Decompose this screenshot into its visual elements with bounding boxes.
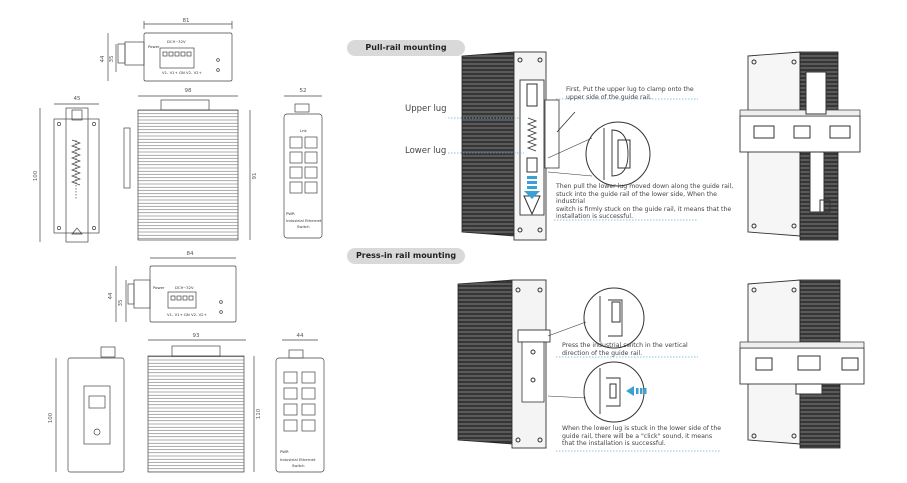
drawing-set-2: 84 44 35 Power DC9~32V V1- V1+ GN V2- V2… [48,251,325,473]
press-step1-note: Press the industrial switch in the verti… [562,342,712,357]
panel-led-label-1: PWR [286,211,295,216]
note-line: When the lower lug is stuck in the lower… [562,425,722,432]
dim-h1-1: 44 [100,55,106,62]
dim-side-h-2: 100 [48,412,54,423]
pull-rail-illustration [448,51,861,241]
section-press-in-title: Press-in rail mounting [347,248,465,264]
panel-view-2: 44 PWR Industrial Ethernet Switch [275,333,325,473]
note-line: First, Put the upper lug to clamp onto t… [566,86,694,93]
terminal-label-1: V1- V1+ GN V2- V2+ [162,70,202,75]
dim-h2-2: 35 [118,299,124,306]
panel-led-label-2: PWR [280,449,289,454]
note-line: direction of the guide rail. [562,349,643,357]
note-line: stuck into the guide rail of the lower s… [556,190,717,206]
power-label-2: Power [153,285,165,290]
note-line: switch is firmly stuck on the guide rail… [556,205,732,213]
front-view-2: 93 110 [147,333,262,473]
dim-front-w-2: 93 [193,333,200,339]
front-view-1: 98 91 [123,88,258,241]
top-view-2: 84 44 35 Power DC9~32V V1- V1+ GN V2- V2… [108,251,237,323]
dim-width-top-2: 84 [187,251,194,257]
dim-h1-2: 44 [108,292,114,299]
side-view-2: 100 [48,346,125,473]
panel-top-label-1: Lnk [300,128,308,133]
dim-panel-w-1: 52 [300,88,307,94]
note-line: Press the industrial switch in the verti… [562,342,688,349]
pull-step2-note: Then pull the lower lug moved down along… [556,183,746,221]
panel-name-1a: Industrial Ethernet [286,218,322,223]
left-arrow-icon [626,386,647,396]
side-view-1: 45 100 [33,96,100,243]
dim-front-h-1: 91 [252,173,258,180]
press-in-illustration [457,279,865,452]
dim-front-w-1: 98 [185,88,192,94]
panel-name-2a: Industrial Ethernet [280,457,316,462]
drawing-set-1: 81 44 35 Power DC9~32V V1- V1+ GN V2- V2… [33,18,323,243]
dim-side-h-1: 100 [33,170,39,181]
terminal-label-2: V1- V1+ GN V2- V2+ [167,312,207,317]
panel-name-1b: Switch [297,224,310,229]
panel-view-1: 52 Lnk PWR Industrial Ethernet Switch [283,88,323,239]
dim-width-top-1: 81 [183,18,190,24]
note-line: installation is successful. [556,213,634,221]
power-label-1: Power [148,44,160,49]
note-line: upper side of the guide rail. [566,93,652,101]
rj45-ports-1 [289,136,318,194]
dim-panel-w-2: 44 [297,333,304,339]
down-arrow-icon [524,176,540,199]
dim-side-w-1: 45 [74,96,81,102]
panel-name-2b: Switch [292,463,305,468]
dim-front-h-2: 110 [256,408,262,419]
note-line: that the installation is successful. [562,440,666,448]
pull-step1-note: First, Put the upper lug to clamp onto t… [566,86,716,101]
section-pull-rail-title: Pull-rail mounting [347,40,465,56]
dim-h2-1: 35 [109,55,115,62]
press-step2-note: When the lower lug is stuck in the lower… [562,425,732,448]
upper-lug-label: Upper lug [405,104,447,114]
note-line: Then pull the lower lug moved down along… [556,183,734,190]
lower-lug-label: Lower lug [405,146,447,156]
rj45-ports-2 [283,371,316,432]
voltage-label-1: DC9~32V [167,39,186,44]
voltage-label-2: DC9~32V [175,285,194,290]
top-view-1: 81 44 35 Power DC9~32V V1- V1+ GN V2- V2… [100,18,233,82]
note-line: guide rail, there will be a "click" soun… [562,432,713,440]
